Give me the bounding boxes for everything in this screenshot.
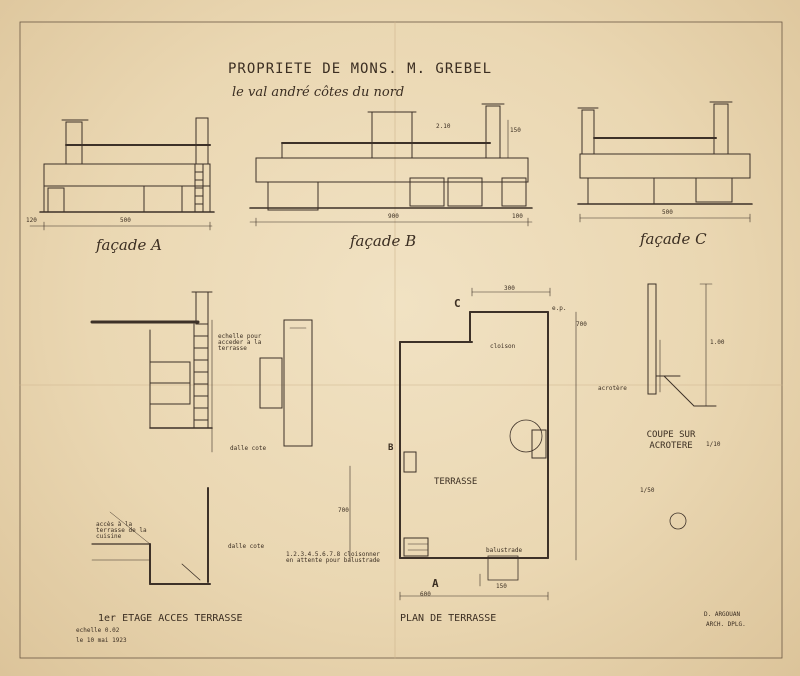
plan-room-label: TERRASSE xyxy=(434,477,478,487)
acrotere-height-dim: 1.00 xyxy=(710,339,725,346)
stair-section xyxy=(90,291,313,453)
plan-title: PLAN DE TERRASSE xyxy=(400,613,497,624)
facade-a-elevation xyxy=(29,117,215,231)
facade-b-chimney-dim: 150 xyxy=(510,127,521,134)
facade-a-label: façade A xyxy=(96,236,162,254)
facade-b-elevation xyxy=(249,103,533,227)
plan-top-right-note: e.p. xyxy=(552,305,567,312)
drawing-title: PROPRIETE DE MONS. M. GREBEL xyxy=(228,61,493,77)
plan-dim-right: 700 xyxy=(576,321,587,328)
plan-top-note: cloison xyxy=(490,343,516,350)
acrotere-note: acrotère xyxy=(598,385,627,392)
acrotere-title: COUPE SUR ACROTERE xyxy=(646,430,696,451)
access-title: 1er ETAGE ACCES TERRASSE xyxy=(98,613,243,624)
date-note: le 10 mai 1923 xyxy=(76,637,127,644)
acrotere-section xyxy=(647,283,717,530)
access-note: accès à la terrasse de la cuisine xyxy=(96,521,147,540)
facade-b-label: façade B xyxy=(350,232,417,250)
drawing-subtitle: le val andré côtes du nord xyxy=(232,85,405,100)
facade-a-width-dim: 500 xyxy=(120,217,131,224)
section-floor-mark: dalle cote xyxy=(230,445,267,452)
plan-dim-bottom-right: 150 xyxy=(496,583,507,590)
plan-corner-label: C xyxy=(454,297,461,310)
facade-c-width-dim: 500 xyxy=(662,209,673,216)
first-floor-access xyxy=(91,487,211,585)
plan-dim-bottom: 600 xyxy=(420,591,431,598)
facade-c-elevation xyxy=(577,101,753,223)
facade-a-side-dim: 120 xyxy=(26,217,37,224)
facade-c-label: façade C xyxy=(640,230,707,248)
plan-balustrade-note: balustrade xyxy=(486,547,523,554)
terrace-plan xyxy=(349,287,577,601)
plan-bench-note: 1.2.3.4.5.6.7.8 cloisonner en attente po… xyxy=(286,551,380,564)
plan-left-label: B xyxy=(388,443,394,453)
architect-title: ARCH. DPLG. xyxy=(706,621,746,628)
stair-note: echelle pour acceder a la terrasse xyxy=(218,333,262,352)
acrotere-scale-mark: 1/50 xyxy=(640,487,655,494)
facade-b-height-dim: 2.10 xyxy=(436,123,451,130)
facade-b-side-dim: 100 xyxy=(512,213,523,220)
plan-dim-top: 300 xyxy=(504,285,515,292)
scale-note: echelle 0.02 xyxy=(76,627,120,634)
access-floor-mark: dalle cote xyxy=(228,543,265,550)
plan-bottom-label: A xyxy=(432,577,439,590)
plan-dim-left: 700 xyxy=(338,507,349,514)
facade-b-width-dim: 900 xyxy=(388,213,399,220)
architect-name: D. ARGOUAN xyxy=(704,611,741,618)
acrotere-scale: 1/10 xyxy=(706,441,721,448)
